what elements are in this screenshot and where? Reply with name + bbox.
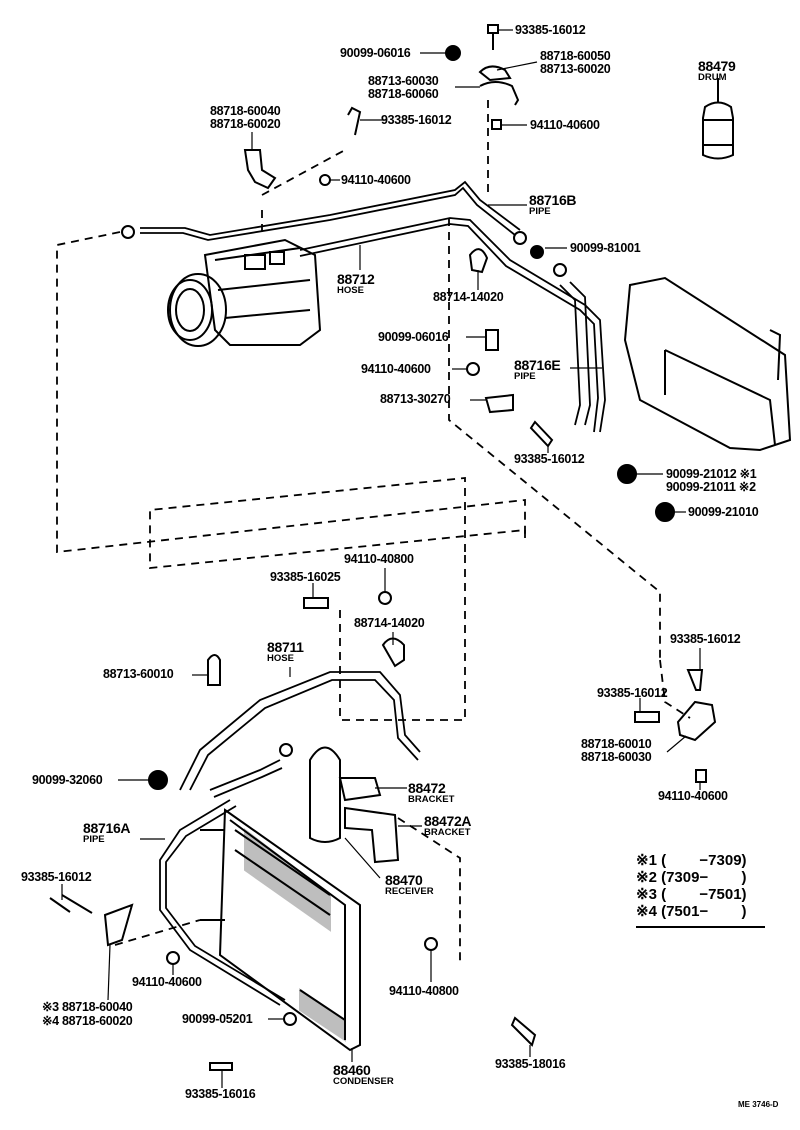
part-94110-40600-l: 94110-40600 — [132, 975, 202, 989]
part-94110-40800-b: 94110-40800 — [389, 984, 459, 998]
part-94110-40800-a: 94110-40800 — [344, 552, 414, 566]
part-description: PIPE — [529, 206, 551, 217]
part-88713-60020: 88713-60020 — [540, 62, 611, 76]
legend-note-3: ※3 ( −7501) — [636, 886, 747, 903]
part-93385-16025: 93385-16025 — [270, 570, 341, 584]
part-description: PIPE — [83, 834, 105, 845]
part-88713-30270: 88713-30270 — [380, 392, 451, 406]
part-description: PIPE — [514, 371, 536, 382]
part-88718-60060: 88718-60060 — [368, 87, 439, 101]
pipe-88716A — [159, 759, 286, 1006]
part-90099-05201: 90099-05201 — [182, 1012, 253, 1026]
part-88718-60040-note3: ※3 88718-60040 — [42, 1000, 133, 1014]
part-88718-60020-note4: ※4 88718-60020 — [42, 1014, 133, 1028]
part-93385-16012-b: 93385-16012 — [381, 113, 452, 127]
note-marker: ※1 — [739, 467, 757, 481]
legend-note-1: ※1 ( −7309) — [636, 852, 747, 869]
part-88718-60010: 88718-60010 — [581, 737, 652, 751]
part-description: HOSE — [267, 653, 294, 664]
part-90099-32060: 90099-32060 — [32, 773, 103, 787]
part-number: 88711 — [267, 639, 304, 655]
legend-note-4: ※4 (7501− ) — [636, 903, 747, 920]
legend-note-2: ※2 (7309− ) — [636, 869, 747, 886]
receiver — [309, 746, 400, 864]
part-93385-16012-top: 93385-16012 — [515, 23, 586, 37]
upper-pipes — [140, 180, 606, 433]
part-93385-18016: 93385-18016 — [495, 1057, 566, 1071]
part-description: DRUM — [698, 72, 727, 83]
part-88718-60030: 88718-60030 — [581, 750, 652, 764]
part-90099-21012: 90099-21012 ※1 — [666, 467, 757, 481]
part-description: CONDENSER — [333, 1076, 394, 1087]
part-88718-60050: 88718-60050 — [540, 49, 611, 63]
part-88713-60010: 88713-60010 — [103, 667, 174, 681]
part-88714-14020-top: 88714-14020 — [433, 290, 504, 304]
part-93385-16012-r2: 93385-16012 — [597, 686, 668, 700]
part-number: 88470 — [385, 872, 423, 888]
part-description: BRACKET — [408, 794, 455, 805]
part-number: 88716E — [514, 357, 561, 373]
evaporator-unit — [623, 276, 792, 452]
part-description: HOSE — [337, 285, 364, 296]
part-88718-60040: 88718-60040 — [210, 104, 281, 118]
condenser — [200, 808, 361, 1052]
part-90099-06016-mid: 90099-06016 — [378, 330, 449, 344]
note-marker: ※2 — [738, 480, 756, 494]
part-90099-81001: 90099-81001 — [570, 241, 641, 255]
part-94110-40600-r: 94110-40600 — [658, 789, 728, 803]
part-93385-16012-r1: 93385-16012 — [670, 632, 741, 646]
part-number: 88716A — [83, 820, 131, 836]
part-description: RECEIVER — [385, 886, 434, 897]
part-90099-21010: 90099-21010 — [688, 505, 759, 519]
part-90099-06016-top: 90099-06016 — [340, 46, 411, 60]
part-88713-60030: 88713-60030 — [368, 74, 439, 88]
leader-lines — [61, 29, 765, 1088]
diagram-code: ME 3746-D — [738, 1100, 779, 1109]
part-93385-16016: 93385-16016 — [185, 1087, 256, 1101]
part-number: 88472 — [408, 780, 446, 796]
part-number: 88460 — [333, 1062, 371, 1078]
part-93385-16012-l: 93385-16012 — [21, 870, 92, 884]
part-93385-16012-mid: 93385-16012 — [514, 452, 585, 466]
part-88714-14020-low: 88714-14020 — [354, 616, 425, 630]
part-number: 88716B — [529, 192, 577, 208]
part-number: 88712 — [337, 271, 375, 287]
part-88718-60020: 88718-60020 — [210, 117, 281, 131]
lower-hose — [179, 671, 421, 791]
part-description: BRACKET — [424, 827, 471, 838]
part-90099-21011: 90099-21011 ※2 — [666, 481, 756, 494]
part-94110-40600-top: 94110-40600 — [530, 118, 600, 132]
part-94110-40600-b: 94110-40600 — [341, 173, 411, 187]
dashed-guide-lines — [56, 100, 691, 965]
part-number: 90099-21012 — [666, 467, 737, 481]
part-number: 88479 — [698, 58, 736, 74]
part-number: 88472A — [424, 813, 472, 829]
compressor — [167, 238, 322, 347]
part-number: 90099-21011 — [666, 480, 736, 494]
drum-part — [702, 78, 734, 160]
part-94110-40600-mid: 94110-40600 — [361, 362, 431, 376]
